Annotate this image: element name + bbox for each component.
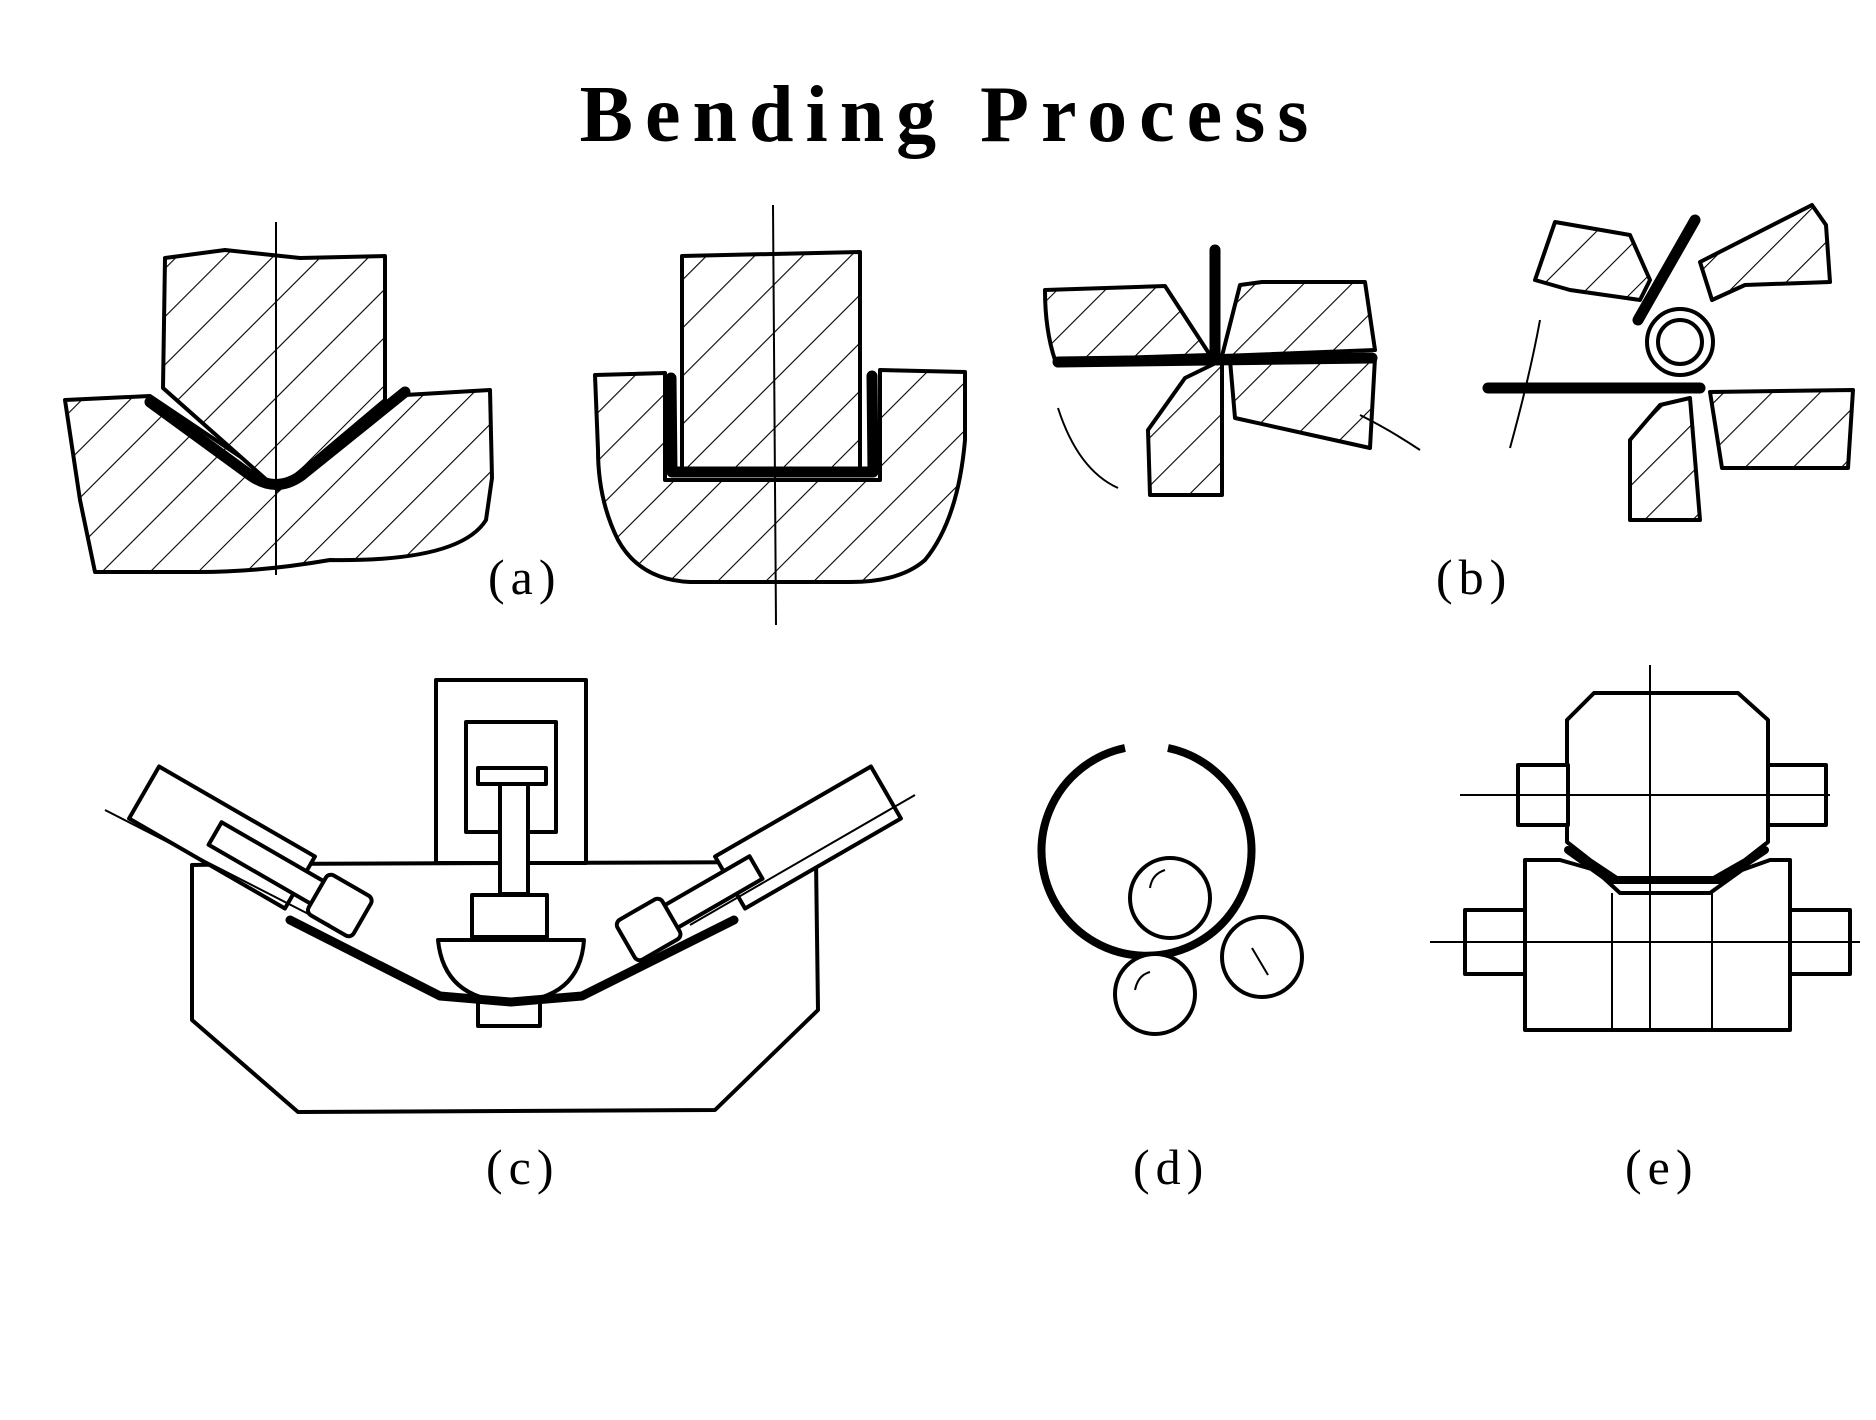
press-bending [104, 678, 916, 1114]
roller-folding [1482, 203, 1855, 522]
press-bent-sheet [285, 915, 739, 1007]
u-punch [680, 250, 862, 472]
roller-highlight [1134, 869, 1269, 991]
page-title: Bending Process [579, 71, 1321, 159]
roller-upper-left-block [1533, 220, 1652, 302]
fold-lower-right-block [1228, 356, 1377, 450]
folding-bending [1043, 244, 1421, 497]
roller-lower-left-block [1628, 396, 1702, 522]
left-cylinder-axis [104, 809, 331, 926]
roller-lower-right-block [1708, 388, 1855, 470]
label-a: (a) [488, 549, 562, 605]
label-c: (c) [486, 1139, 560, 1195]
lower-roll [1523, 858, 1792, 1032]
bottom-left-roller [1113, 952, 1197, 1036]
bottom-right-roller [1220, 915, 1304, 999]
profile-rolling [1430, 665, 1860, 1032]
fold-roller-inner [1656, 318, 1704, 366]
roller-rotation-arc [1509, 319, 1541, 449]
three-roll-bending [1037, 744, 1304, 1036]
u-bent-sheet [665, 370, 879, 478]
label-b: (b) [1436, 549, 1513, 605]
fold-lower-left-block [1146, 358, 1224, 497]
u-die-centerline [772, 204, 777, 626]
fold-sheet [1052, 244, 1378, 368]
press-piston-rod [498, 782, 530, 896]
press-punch-block [470, 893, 549, 939]
upper-roll [1565, 691, 1770, 882]
roller-upper-right-block [1698, 203, 1832, 302]
right-cylinder [614, 764, 903, 963]
label-e: (e) [1625, 1139, 1699, 1195]
fold-upper-left-block [1043, 284, 1212, 362]
u-die-bending [593, 204, 967, 626]
v-punch [161, 248, 387, 492]
press-piston-cap [476, 766, 548, 786]
label-d: (d) [1133, 1139, 1210, 1195]
fold-rotation-arc [1057, 407, 1119, 489]
fold-upper-right-block [1220, 280, 1377, 358]
top-roller [1128, 856, 1212, 940]
profile-sheet [1564, 846, 1769, 884]
u-die [593, 368, 967, 584]
roller-fold-sheet [1482, 214, 1706, 394]
v-die-bending [63, 222, 494, 575]
fold-arc-right [1359, 414, 1421, 451]
right-cylinder-axis [689, 794, 916, 926]
